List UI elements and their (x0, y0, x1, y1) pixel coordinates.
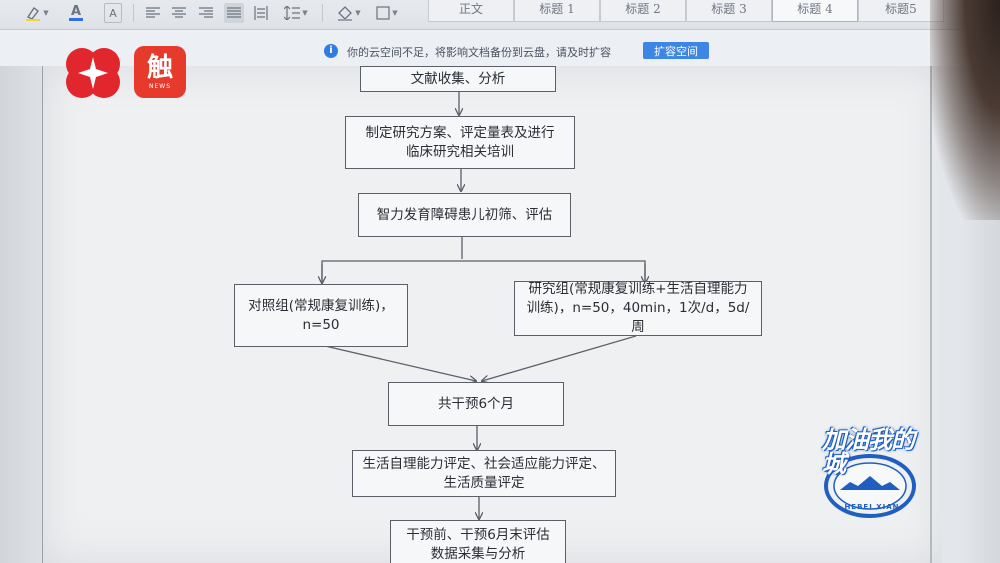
font-color-button[interactable]: A (60, 3, 92, 23)
flow-step-literature: 文献收集、分析 (360, 66, 556, 92)
highlight-button[interactable]: ▼ (22, 3, 52, 23)
watermark-title: 加油我的城 (822, 426, 915, 478)
distributed-align-button[interactable] (252, 3, 270, 23)
align-right-button[interactable] (197, 3, 215, 23)
style-heading-2[interactable]: 标题 2 (600, 0, 686, 22)
flow-step-screening: 智力发育障碍患儿初筛、评估 (358, 193, 571, 237)
style-heading-4[interactable]: 标题 4 (772, 0, 858, 22)
flow-control-group: 对照组(常规康复训练)， n=50 (234, 284, 408, 347)
chu-news-logo: 触 NEWS (134, 46, 186, 98)
expand-storage-button[interactable]: 扩容空间 (643, 42, 709, 59)
info-icon: i (324, 44, 338, 58)
chevron-down-icon: ▼ (355, 9, 361, 17)
split-connector (321, 260, 646, 282)
border-icon (376, 6, 390, 20)
distributed-align-icon (254, 6, 268, 20)
justify-icon (227, 7, 241, 18)
style-normal[interactable]: 正文 (428, 0, 514, 22)
page-edge (930, 66, 932, 563)
clear-format-button[interactable]: A (104, 3, 122, 23)
align-left-icon (146, 7, 160, 18)
city-badge-emblem (824, 429, 916, 518)
style-heading-3[interactable]: 标题 3 (686, 0, 772, 22)
watermark-subtitle: HEBEI XIAN (844, 503, 900, 511)
border-button[interactable]: ▼ (372, 3, 402, 23)
style-heading-1[interactable]: 标题 1 (514, 0, 600, 22)
paint-bucket-icon (338, 6, 353, 21)
highlighter-icon (26, 6, 41, 21)
foreground-hair-overlay (930, 0, 1000, 220)
line-spacing-icon (284, 6, 301, 20)
arrow-study-intervention (482, 335, 637, 381)
align-center-button[interactable] (170, 3, 188, 23)
flow-intervention: 共干预6个月 (388, 382, 564, 426)
red-star-logo (66, 48, 120, 98)
chevron-down-icon: ▼ (302, 9, 308, 17)
align-left-button[interactable] (144, 3, 162, 23)
flow-evaluation: 生活自理能力评定、社会适应能力评定、 生活质量评定 (352, 450, 616, 497)
flow-step-plan: 制定研究方案、评定量表及进行 临床研究相关培训 (345, 116, 575, 169)
align-right-icon (199, 7, 213, 18)
arrow-control-intervention (324, 345, 476, 381)
font-color-icon: A (70, 3, 82, 19)
heart-icon (873, 429, 883, 439)
shading-button[interactable]: ▼ (334, 3, 364, 23)
chevron-down-icon: ▼ (392, 9, 398, 17)
justify-button[interactable] (224, 3, 244, 23)
flow-analysis: 干预前、干预6月末评估 数据采集与分析 (390, 520, 566, 563)
character-shading-icon: A (109, 6, 117, 20)
line-spacing-button[interactable]: ▼ (282, 3, 310, 23)
formatting-toolbar: ▼ A A ▼ ▼ ▼ 正文 标题 1 标题 2 标题 3 标题 4 标题5 (0, 0, 1000, 30)
notice-text: 你的云空间不足，将影响文档备份到云盘，请及时扩容 (347, 46, 611, 59)
align-center-icon (172, 7, 186, 18)
flow-study-group: 研究组(常规康复训练+生活自理能力 训练)，n=50，40min，1次/d，5d… (514, 281, 762, 336)
chevron-down-icon: ▼ (43, 9, 49, 17)
